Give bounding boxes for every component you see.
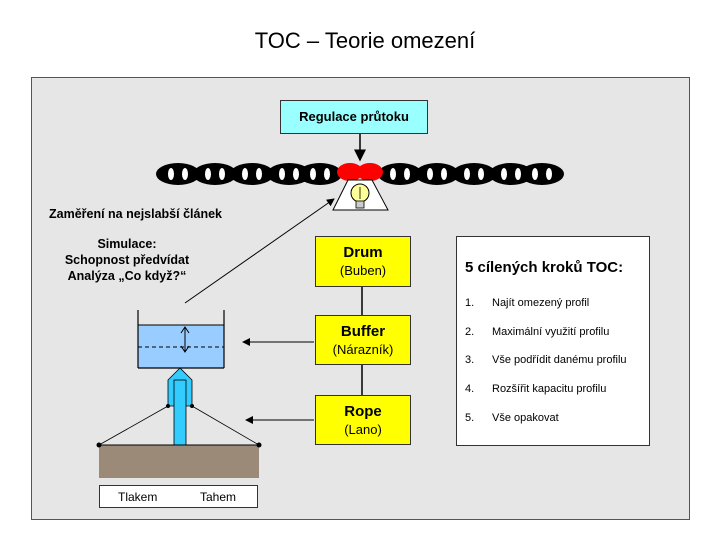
- simulation-line-1: Simulace:: [97, 237, 157, 251]
- drum-box: Drum (Buben): [315, 236, 411, 287]
- chain-icon: [156, 163, 564, 185]
- step-item: 1.Najít omezený profil: [465, 297, 590, 309]
- drum-sublabel: (Buben): [339, 263, 387, 278]
- flow-control-box: Regulace průtoku: [280, 100, 428, 134]
- ground-shape: [96, 404, 262, 478]
- steps-heading: 5 cílených kroků TOC:: [465, 259, 624, 276]
- step-item: 4.Rozšířit kapacitu profilu: [465, 383, 607, 395]
- force-labels-box: Tlakem Tahem: [99, 485, 258, 508]
- rope-label: Rope: [344, 403, 382, 420]
- simulation-text: Simulace: Schopnost předvídat Analýza „C…: [42, 236, 212, 284]
- simulation-line-2: Schopnost předvídat: [64, 253, 190, 267]
- step-item: 5.Vše opakovat: [465, 412, 559, 424]
- tank-icon: [137, 310, 225, 369]
- buffer-sublabel: (Nárazník): [332, 342, 394, 357]
- drum-label: Drum: [343, 244, 383, 261]
- light-bulb-icon: [332, 179, 389, 211]
- focus-label: Zaměření na nejslabší článek: [49, 207, 222, 221]
- page-title: TOC – Teorie omezení: [254, 28, 476, 53]
- pipe-shape: [167, 367, 193, 447]
- toc-steps-box: 5 cílených kroků TOC: 1.Najít omezený pr…: [456, 236, 650, 446]
- step-item: 3.Vše podřídit danému profilu: [465, 354, 627, 366]
- rope-sublabel: (Lano): [344, 422, 382, 437]
- pull-label: Tahem: [200, 490, 237, 504]
- step-item: 2.Maximální využití profilu: [465, 326, 610, 338]
- push-label: Tlakem: [118, 490, 158, 504]
- buffer-box: Buffer (Nárazník): [315, 315, 411, 365]
- buffer-label: Buffer: [340, 323, 386, 340]
- rope-box: Rope (Lano): [315, 395, 411, 445]
- simulation-line-3: Analýza „Co když?“: [67, 269, 187, 283]
